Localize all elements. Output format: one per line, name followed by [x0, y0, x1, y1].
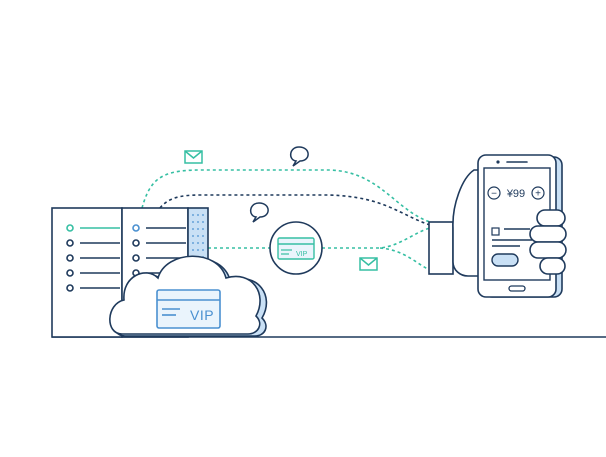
wrist-cuff [428, 221, 454, 275]
envelope-icon-2 [359, 257, 378, 271]
price-label: ¥99 [506, 188, 525, 200]
hand-icon [428, 169, 483, 277]
teal-path-top [141, 169, 431, 223]
quantity-minus-button[interactable]: − [487, 186, 501, 200]
plus-symbol: + [535, 189, 541, 200]
finger-3 [529, 241, 567, 259]
fingers [529, 209, 567, 275]
chat-bubble-icon [290, 146, 309, 167]
phone-camera [496, 160, 500, 164]
transfer-card-label: VIP [296, 251, 308, 258]
quantity-plus-button[interactable]: + [531, 186, 545, 200]
left-rack-slots [66, 224, 120, 292]
pay-button[interactable] [491, 253, 519, 267]
finger-1 [536, 209, 566, 227]
transfer-vip-badge: VIP [269, 221, 323, 275]
teal-path-bottom [379, 247, 431, 271]
envelope-icon [184, 150, 203, 164]
phone-home-button [508, 285, 526, 292]
product-thumbnail [491, 227, 500, 236]
connection-lines [141, 169, 431, 271]
minus-symbol: − [491, 189, 497, 200]
finger-2 [529, 225, 567, 243]
vip-card-icon: VIP [156, 289, 221, 329]
cloud-icon: VIP [109, 255, 268, 337]
finger-4 [539, 257, 566, 275]
cloud-card-label: VIP [190, 307, 214, 323]
chat-bubble-icon-2 [250, 202, 269, 223]
smartphone-icon: − ¥99 + [477, 154, 563, 298]
navy-path-middle [159, 194, 431, 226]
